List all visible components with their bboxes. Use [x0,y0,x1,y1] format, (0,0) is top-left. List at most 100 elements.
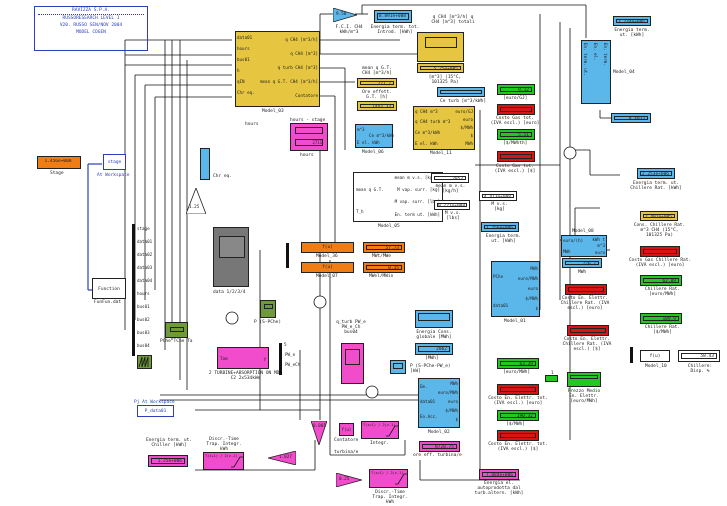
chiller-gas-cost-display[interactable] [640,246,680,257]
bus-selector[interactable] [132,224,135,356]
steam-mean-display[interactable]: 2053 [431,173,469,183]
m03-out-1: q CH4 [m^3/h] [285,37,318,42]
mean-gt-value: 221.7 [360,81,394,85]
steam-mass-kg-value: 4.413e+008 [482,194,514,198]
steam-mass-lbs-display[interactable]: 9.727e+008 [434,200,470,210]
model-36-block[interactable]: f(u) [301,242,354,253]
ore-eff-turb-display[interactable]: 8720.75 [419,441,460,452]
scope-data-block[interactable] [213,227,249,287]
gain-127-triangle[interactable] [268,451,296,465]
energia-term-ut-display[interactable]: 1.256e+006 [481,222,519,232]
chiller-usd-mwh-label: Chillere Rat. [$/MWh] [644,325,681,335]
scope-pche-pw-block[interactable] [390,360,406,374]
gas-usd-mwh-display[interactable]: 5.51 [497,129,535,140]
chiller-euro-mwh-display[interactable]: 62.89 [640,275,682,286]
signal-generator-block[interactable] [137,355,152,369]
gain-0001-value: 0.001 [313,424,326,429]
m08-out-2: m^3 [597,243,605,248]
stage-to-workspace-block[interactable]: stage [103,154,126,170]
chiller-elec-cost-euro-display[interactable] [565,284,607,295]
elec-cost-euro-label: Costo En. Elettr. tot. (IVA escl.) [euro… [488,396,548,406]
model-06-block[interactable]: m^3 E el. kWh Ce m^3/kWh [355,124,394,148]
m02-out-1: MWh [450,381,458,386]
chiller-elec-cost-usd-display[interactable] [567,325,609,336]
gas-euro-gj-display[interactable]: 9.12 [497,84,535,95]
model-36-display[interactable]: 57.73 [363,242,405,253]
gas-cost-usd-display[interactable] [497,151,535,162]
scope-pche-block[interactable] [165,322,188,338]
elec-euro-mwh-display[interactable]: 63.39 [497,358,539,369]
integ-chiller-tf: T(z+1) / 2(z-1) [205,454,238,458]
gain-fci-triangle[interactable] [333,8,357,22]
integrator-1-block[interactable]: T(z+1) / 2(z-1) [361,421,399,439]
energia-autoprod-display[interactable]: 7.084e+006 [479,469,519,480]
scope-p-block[interactable] [260,300,276,318]
chiller-usd-mwh-display[interactable]: 189.9 [640,313,682,324]
chiller-energy2-display[interactable]: 1.25e+006 [148,455,188,467]
prezzo-medio-value [570,375,598,379]
m08-in-2: MWh [563,249,571,254]
scope-total-display[interactable]: 5.25e+005 [417,63,464,73]
m04-energia-display[interactable]: 3.734e+006 [613,16,651,26]
steam-mass-kg-display[interactable]: 4.413e+008 [479,191,517,201]
gain-125-triangle[interactable] [186,188,206,214]
model-11-block[interactable]: q CH4 m^3 q CH4 turb m^3 Ce m^3/kWh E el… [413,106,475,150]
pj-workspace-block[interactable]: P_data01 [137,405,174,417]
stage-display[interactable]: 1.456e+008 [37,156,81,169]
mean-gt-display[interactable]: 221.7 [357,78,397,88]
elec-cost-usd-value [500,433,536,438]
gain-one-block[interactable] [545,375,558,382]
steam-mass-kg-label: M v.s. [kg] [491,202,508,212]
energy-input-value: 8.891e+008 [377,13,409,20]
gas-cost-euro-display[interactable] [497,104,535,115]
integ-autoprod-block[interactable]: T(z+1) / 2(z-1) [369,469,408,488]
contatore-label: Contatore [334,438,359,443]
m05-out-3: M vap. surr. [lbs] [394,199,440,204]
energy-input-display[interactable]: 8.891e+008 [374,10,412,23]
chiller-usd-mwh-value: 189.9 [643,316,679,321]
mwh-display[interactable]: 720.7 [562,258,602,268]
energia-val-display[interactable]: 2062 [415,343,453,355]
energia-cons-display[interactable] [415,310,453,328]
energy-input-label: Energia term. tot. Introd. [kWh] [370,25,420,35]
prezzo-medio-display[interactable] [567,372,601,387]
gain-025-triangle[interactable] [336,473,362,487]
ore-effett-display[interactable]: 1443.33 [357,101,397,111]
hours-scope-block[interactable]: 2711 [290,123,328,151]
scope-total-block[interactable] [417,32,464,62]
m01-out-1: MWh [530,266,538,271]
chiller-cons-display[interactable]: 2.402e+005 [640,211,678,221]
gas-usd-mwh-value: 5.51 [500,132,532,137]
elec-cost-euro-display[interactable] [497,384,539,395]
m05-out-4: En. term ut. [kWh] [394,212,440,217]
chr-eq-block[interactable] [200,148,210,180]
model-07-block[interactable]: f(u) [301,262,354,273]
ce-turb-display[interactable] [437,87,485,97]
elec-cost-usd-display[interactable] [497,430,539,441]
scope-pw-block[interactable] [341,343,364,384]
gain-0001-triangle[interactable] [311,421,327,445]
model-10-block[interactable]: f(u) [640,350,670,362]
contatore-block[interactable]: f(u) [339,423,354,436]
ce-turb-value [440,90,482,94]
elec-usd-mwh-display[interactable]: 190.32 [497,410,539,421]
model-07-display[interactable]: 0.35 [363,262,405,273]
chiller-disp-display[interactable]: 58.43 [678,350,720,362]
gas-cost-euro-label: Costo Gas tot. (IVA escl.) [euro] [490,116,540,126]
model-05-block[interactable]: mean q G.T. T_h mean m v.s. [kg/h] M vap… [353,172,443,222]
m03-in-2: hours [237,46,250,51]
model-08-block[interactable]: euro/(h) MWh kWh t m^3 euro [561,235,607,257]
turbine-absorption-block[interactable]: Tam y [217,347,269,369]
model-01-block[interactable]: PChe data01 MWh euro/MWh euro $/MWh $ [491,261,540,317]
turbine-out-port: y [263,356,266,361]
function-block[interactable]: Function [92,278,126,299]
m04-ratio-display[interactable]: 0.4033 [611,113,651,123]
chiller-energy-value: 2.253e+006 [640,171,672,176]
mwh-label: MWh [578,270,587,275]
chiller-energy-display[interactable]: 2.253e+006 [637,168,675,179]
model-04-block[interactable]: En. term. ut. En. el. En. term. [581,40,611,104]
model-02-block[interactable]: Em. data01 En.Acc. MWh euro/MWh euro $/M… [418,378,460,428]
integ-chiller-block[interactable]: T(z+1) / 2(z-1) [203,452,244,470]
